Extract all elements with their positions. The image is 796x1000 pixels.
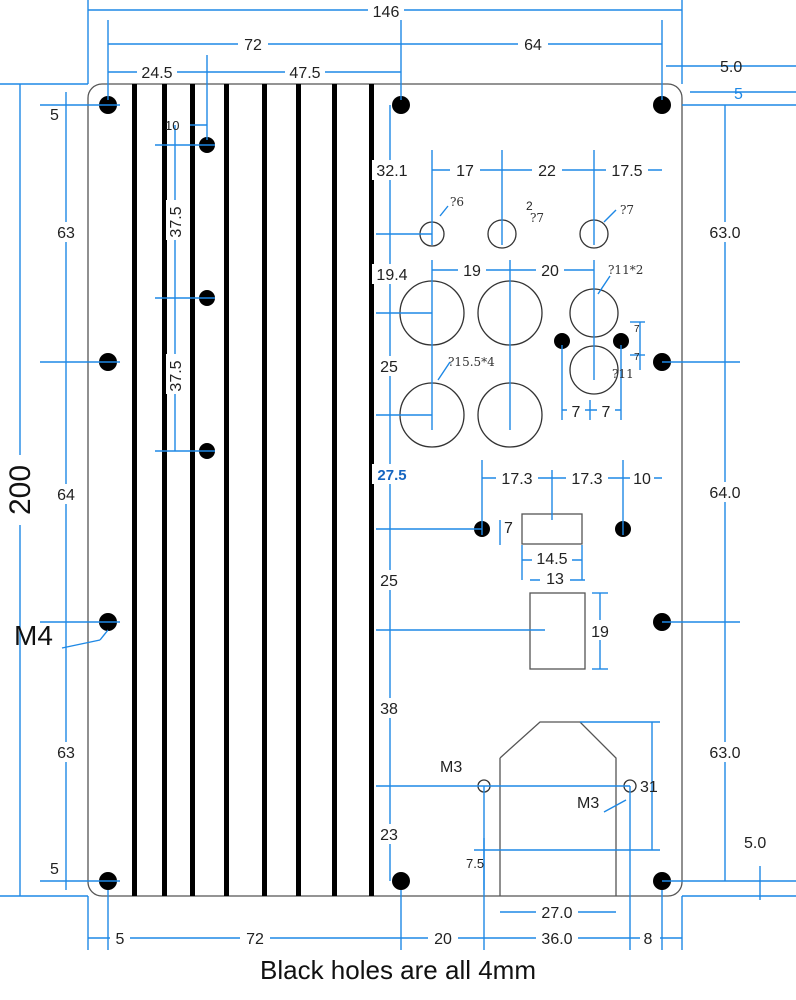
fin — [369, 84, 374, 896]
fin-spacing-2: 37.5 — [168, 360, 185, 391]
fin — [224, 84, 229, 896]
dim-25b: 25 — [380, 573, 398, 590]
overall-height-label: 200 — [4, 465, 37, 515]
bottom-dim-20: 20 — [434, 931, 452, 948]
fin — [132, 84, 137, 896]
bottom-dim-8: 8 — [644, 931, 653, 948]
top-dim-47-5: 47.5 — [289, 65, 320, 82]
dim-23: 23 — [380, 827, 398, 844]
top-dim-72: 72 — [244, 37, 262, 54]
caption: Black holes are all 4mm — [260, 955, 536, 985]
small-7b: 7 — [634, 352, 640, 363]
left-bottom-margin: 5 — [50, 861, 59, 878]
right-seg3: 63.0 — [709, 745, 740, 762]
fin-offset-label: 10 — [165, 118, 179, 133]
fin — [190, 84, 195, 896]
dim-7a: 7 — [504, 520, 513, 537]
hole-label-6: ?6 — [450, 195, 464, 209]
hole — [653, 96, 671, 114]
dim-17-3b: 17.3 — [571, 471, 602, 488]
hole-label-15: ?15.5*4 — [448, 355, 495, 369]
hole — [392, 872, 410, 890]
hole — [554, 333, 570, 349]
right-inner-offset: 5 — [734, 86, 743, 103]
m4-label: M4 — [14, 620, 53, 651]
dim-17-3a: 17.3 — [501, 471, 532, 488]
hole-label-7a: ?7 — [530, 211, 544, 225]
hole — [392, 96, 410, 114]
left-seg1: 63 — [57, 225, 75, 242]
dim-20: 20 — [541, 263, 559, 280]
left-top-margin: 5 — [50, 107, 59, 124]
dim-7b: 7 — [572, 404, 581, 421]
cutout-circles — [399, 219, 637, 793]
dim-17: 17 — [456, 163, 474, 180]
right-outer-offset: 5.0 — [720, 59, 742, 76]
dim-19b: 19 — [591, 624, 609, 641]
dim-14-5: 14.5 — [536, 551, 567, 568]
dim-38: 38 — [380, 701, 398, 718]
bottom-dim-5: 5 — [116, 931, 125, 948]
dim-7-5: 7.5 — [466, 856, 484, 871]
right-seg2: 64.0 — [709, 485, 740, 502]
right-seg1: 63.0 — [709, 225, 740, 242]
fin — [162, 84, 167, 896]
top-dim-64: 64 — [524, 37, 542, 54]
dim-17-5: 17.5 — [611, 163, 642, 180]
dim-10: 10 — [633, 471, 651, 488]
m3-label-b: M3 — [577, 795, 599, 812]
fin-spacing-1: 37.5 — [168, 206, 185, 237]
dimension-labels: 146 72 64 24.5 47.5 5.0 5 200 5 63 64 63… — [4, 2, 766, 948]
technical-drawing: 146 72 64 24.5 47.5 5.0 5 200 5 63 64 63… — [0, 0, 796, 950]
fin — [296, 84, 301, 896]
overall-width-label: 146 — [373, 4, 400, 21]
switch-rect — [529, 592, 586, 670]
bottom-dim-72: 72 — [246, 931, 264, 948]
dim-27: 27.0 — [541, 905, 572, 922]
dim-25a: 25 — [380, 359, 398, 376]
dim-7c: 7 — [602, 404, 611, 421]
m3-label-a: M3 — [440, 759, 462, 776]
fin — [262, 84, 267, 896]
dim-32-1: 32.1 — [376, 163, 407, 180]
hole-label-7b: ?7 — [620, 203, 634, 217]
dim-27-5: 27.5 — [377, 467, 406, 484]
top-dim-24-5: 24.5 — [141, 65, 172, 82]
left-seg2: 64 — [57, 487, 75, 504]
plate-outline — [87, 83, 683, 897]
small-7a: 7 — [634, 324, 640, 335]
hole-label-11x2: ?11*2 — [608, 263, 643, 277]
right-bottom-margin: 5.0 — [744, 835, 766, 852]
dim-19: 19 — [463, 263, 481, 280]
dim-22: 22 — [538, 163, 556, 180]
dim-31: 31 — [640, 779, 658, 796]
fin — [332, 84, 337, 896]
left-seg3: 63 — [57, 745, 75, 762]
dim-19-4: 19.4 — [376, 267, 407, 284]
dim-13: 13 — [546, 571, 564, 588]
bottom-dim-36: 36.0 — [541, 931, 572, 948]
hole-label-11: ?11 — [612, 367, 634, 381]
dim-2: 2 — [526, 199, 533, 213]
heatsink-fins — [132, 84, 374, 896]
hole — [613, 333, 629, 349]
